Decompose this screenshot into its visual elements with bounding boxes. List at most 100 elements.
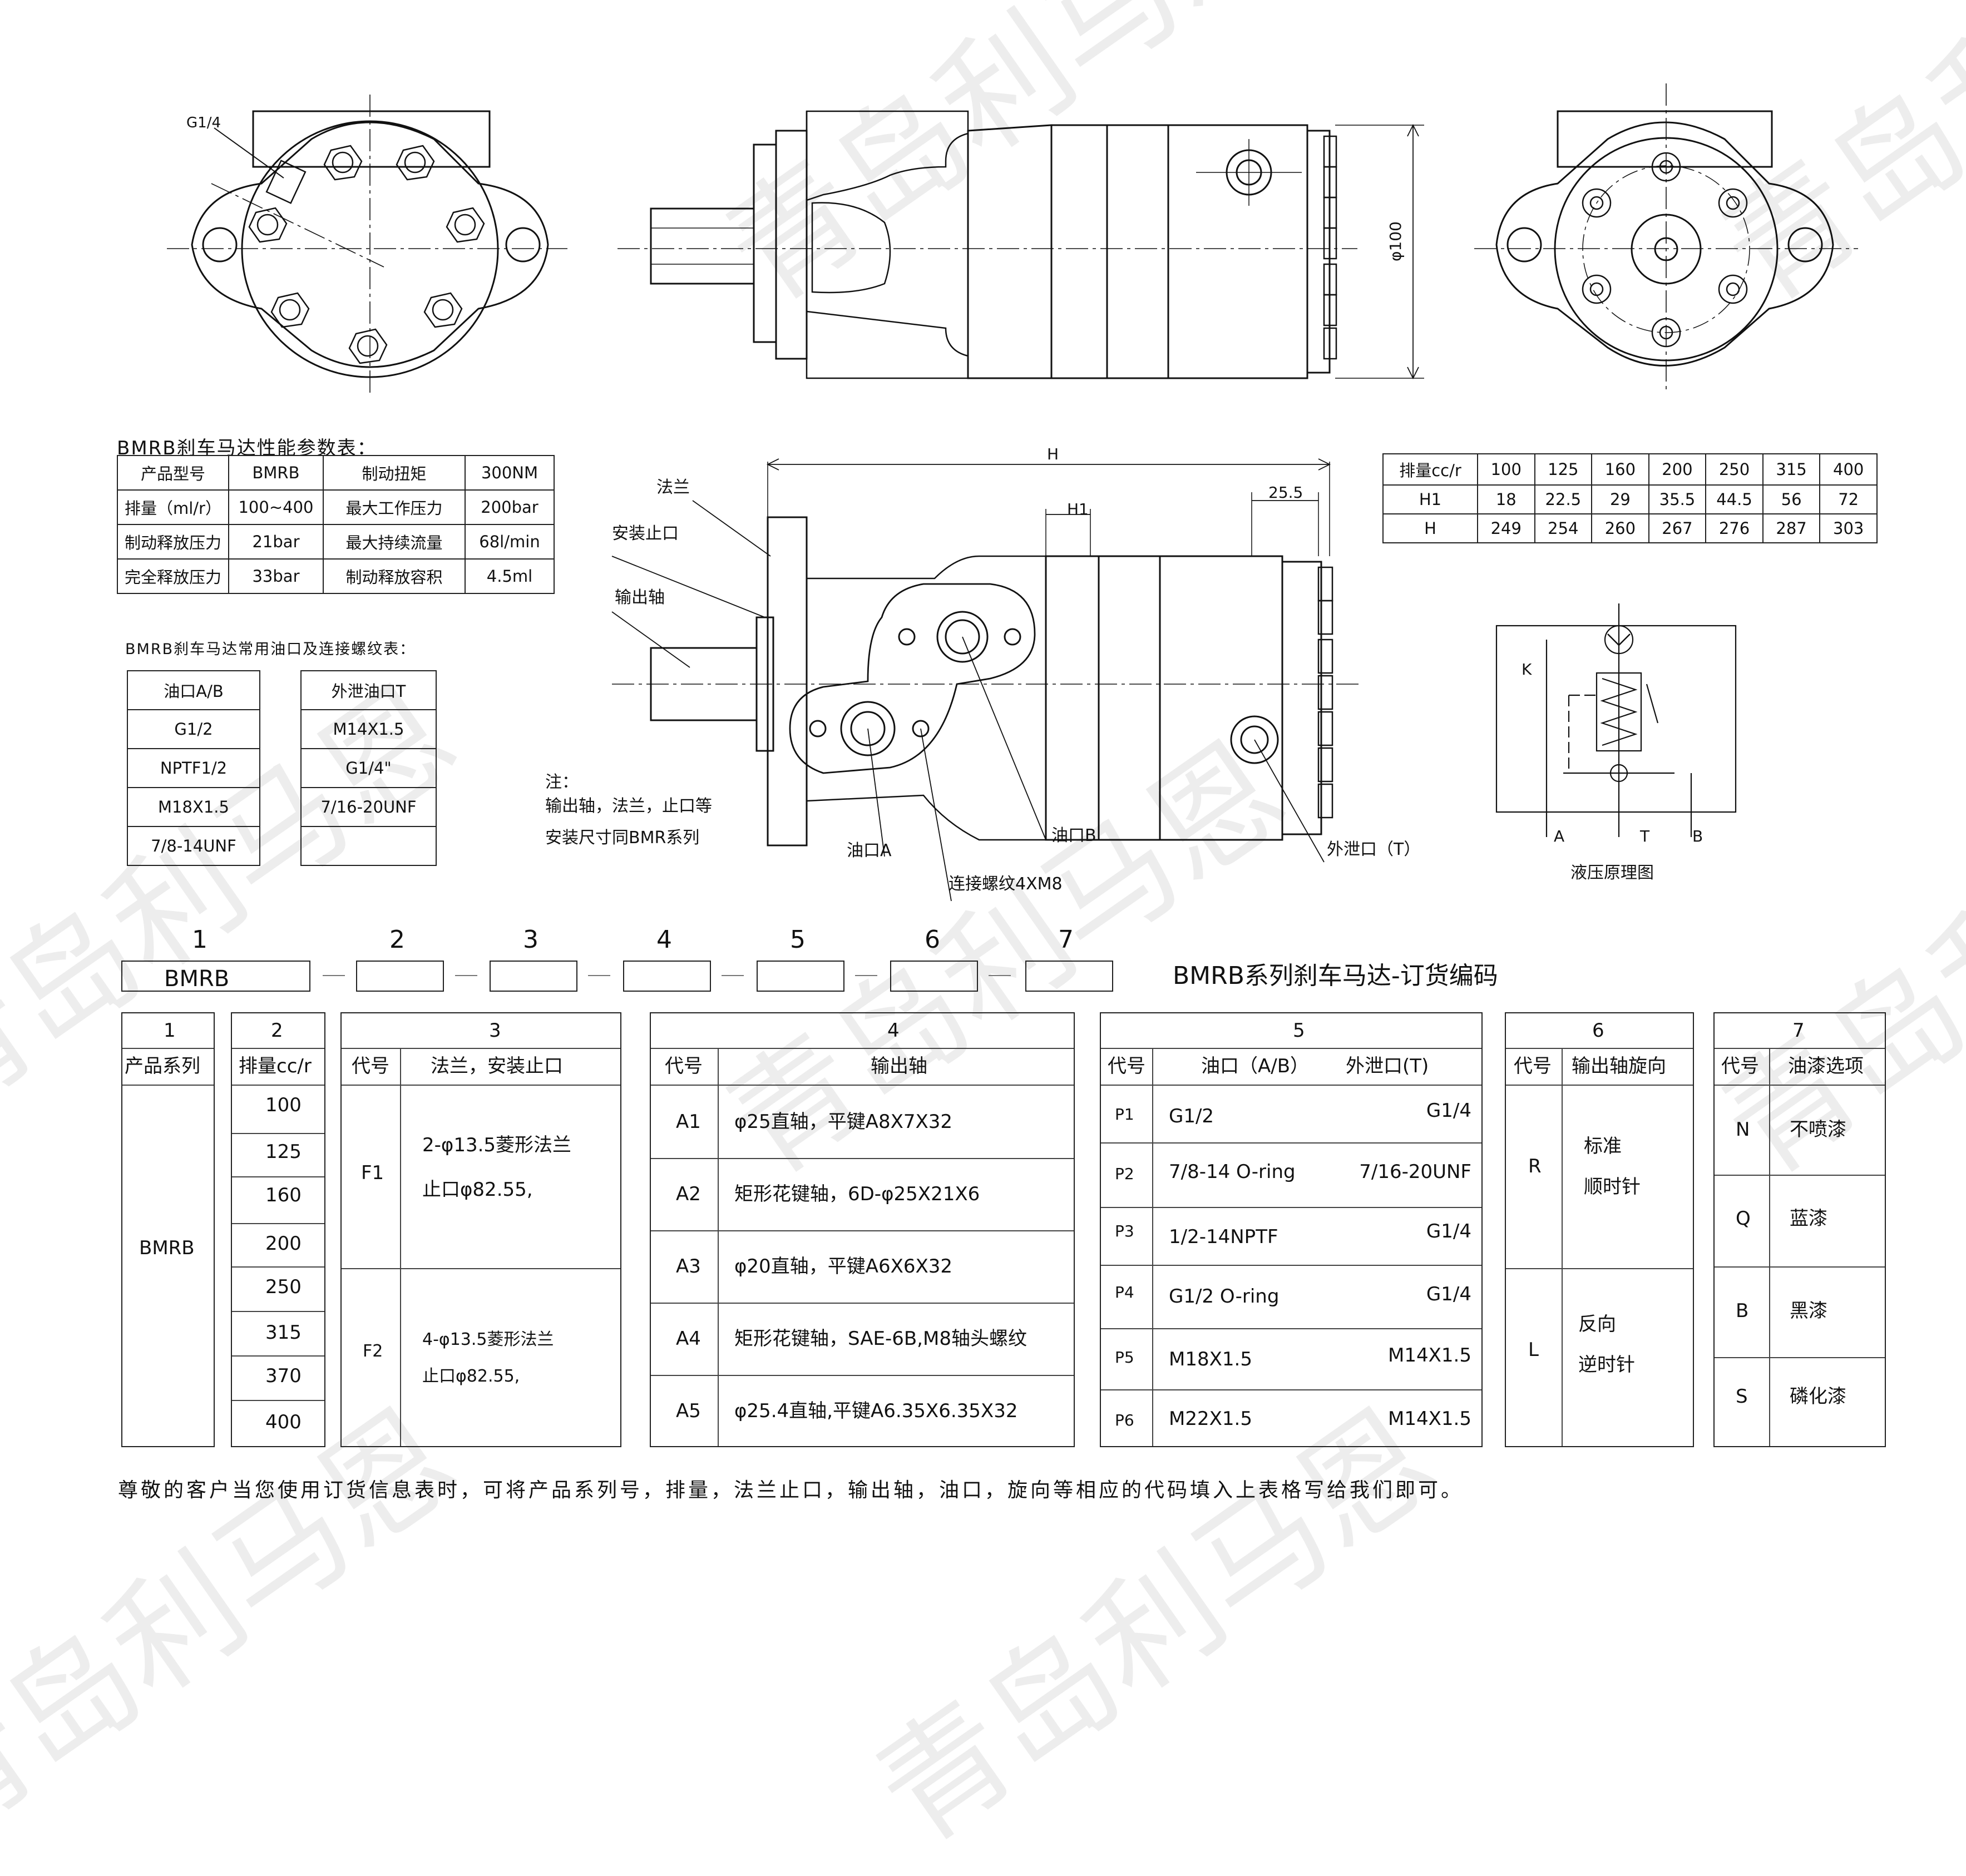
shaft-desc: φ25.4直轴,平键A6.35X6.35X32	[734, 1400, 1018, 1422]
shaft-desc: 矩形花键轴，SAE-6B,M8轴头螺纹	[734, 1328, 1027, 1350]
port-ab: M22X1.5	[1169, 1408, 1252, 1430]
perf-cell: 4.5ml	[465, 558, 555, 594]
side-view-middle	[611, 458, 1363, 902]
perf-cell: 排量（ml/r）	[117, 489, 229, 525]
sec3-desc-header: 法兰，安装止口	[431, 1055, 563, 1077]
paint-desc: 蓝漆	[1790, 1207, 1827, 1230]
section-5-ports: 5 代号 油口（A/B） 外泄口(T) P1 G1/2 G1/4 P2 7/8-…	[1100, 1012, 1483, 1447]
sec6-desc-header: 输出轴旋向	[1572, 1055, 1666, 1077]
callout-shaft: 输出轴	[615, 588, 665, 607]
port-t-value: 7/16-20UNF	[300, 787, 437, 827]
dim-header-cell: 160	[1591, 453, 1649, 486]
flange-desc: 2-φ13.5菱形法兰	[422, 1134, 572, 1156]
shaft-code: A3	[676, 1255, 701, 1278]
paint-desc: 黑漆	[1790, 1300, 1827, 1322]
sec7-num: 7	[1792, 1019, 1805, 1042]
code-box-7	[1025, 961, 1113, 992]
rotation-desc: 反向	[1578, 1313, 1616, 1335]
sec5-ab-header: 油口（A/B）	[1201, 1055, 1310, 1077]
code-box-5	[757, 961, 844, 992]
sec4-code-header: 代号	[665, 1055, 703, 1077]
section-4-output-shaft: 4 代号 输出轴 A1 φ25直轴，平键A8X7X32 A2 矩形花键轴，6D-…	[650, 1012, 1075, 1447]
dim-cell: 18	[1477, 484, 1535, 514]
code-number: 4	[656, 925, 672, 954]
port-t-value: M14X1.5	[300, 709, 437, 749]
port-t: G1/4	[1426, 1100, 1471, 1122]
perf-cell: 68l/min	[465, 524, 555, 560]
dim-cell: 72	[1819, 484, 1878, 514]
label-g14: G1/4	[186, 115, 221, 131]
section-7-paint: 7 代号 油漆选项 N 不喷漆 Q 蓝漆 B 黑漆 S 磷化漆	[1713, 1012, 1886, 1447]
port-t: M14X1.5	[1388, 1408, 1471, 1430]
dim-header-cell: 排量cc/r	[1382, 453, 1478, 486]
paint-desc: 不喷漆	[1790, 1118, 1846, 1141]
dim-cell: 249	[1477, 513, 1535, 543]
paint-code: N	[1736, 1118, 1750, 1141]
footer-note: 尊敬的客户当您使用订货信息表时，可将产品系列号，排量，法兰止口，输出轴，油口，旋…	[118, 1479, 1464, 1502]
displacement-value: 400	[265, 1411, 302, 1433]
flange-desc: 止口φ82.55,	[422, 1367, 520, 1386]
perf-cell: 最大持续流量	[323, 524, 466, 560]
flange-code: F2	[363, 1342, 383, 1361]
code-box-series: BMRB	[121, 961, 310, 992]
code-box-2	[356, 961, 444, 992]
port-ab: 1/2-14NPTF	[1169, 1226, 1278, 1248]
port-ab-value: G1/2	[127, 709, 260, 749]
shaft-code: A5	[676, 1400, 701, 1422]
sec5-code-header: 代号	[1108, 1055, 1145, 1077]
sec1-num: 1	[164, 1019, 176, 1042]
shaft-desc: 矩形花键轴，6D-φ25X21X6	[734, 1183, 980, 1205]
section-6-rotation: 6 代号 输出轴旋向 R 标准 顺时针 L 反向 逆时针	[1505, 1012, 1694, 1447]
end-view-right	[1474, 83, 1858, 389]
displacement-value: 200	[265, 1232, 302, 1255]
port-t: G1/4	[1426, 1283, 1471, 1305]
code-box-4	[623, 961, 711, 992]
dim-cell: 303	[1819, 513, 1878, 543]
port-ab-value: 7/8-14UNF	[127, 826, 260, 866]
rotation-desc: 标准	[1584, 1135, 1622, 1157]
flange-code: F1	[361, 1162, 384, 1184]
port-ab: 7/8-14 O-ring	[1169, 1161, 1296, 1183]
sec5-t-header: 外泄口(T)	[1346, 1055, 1429, 1077]
sec2-num: 2	[271, 1019, 283, 1042]
paint-code: B	[1736, 1300, 1749, 1322]
dim-header-cell: 315	[1762, 453, 1821, 486]
perf-cell: 21bar	[228, 524, 324, 560]
section-3-flange: 3 代号 法兰，安装止口 F1 2-φ13.5菱形法兰 止口φ82.55, F2…	[340, 1012, 621, 1447]
dim-header-cell: 125	[1534, 453, 1593, 486]
port-t: M14X1.5	[1388, 1344, 1471, 1367]
port-t-table: 外泄油口T M14X1.5 G1/4" 7/16-20UNF	[300, 670, 437, 866]
callout-port-b: 油口B	[1051, 826, 1096, 845]
dim-cell: 276	[1705, 513, 1764, 543]
port-code: P5	[1115, 1348, 1134, 1367]
shaft-code: A2	[676, 1183, 701, 1205]
port-ab: G1/2 O-ring	[1169, 1285, 1280, 1308]
dim-header-cell: 400	[1819, 453, 1878, 486]
callout-port-a: 油口A	[847, 841, 892, 860]
port-ab-value: M18X1.5	[127, 787, 260, 827]
port-t: 7/16-20UNF	[1359, 1161, 1471, 1183]
label-H1: H1	[1067, 500, 1089, 518]
sec1-title: 产品系列	[125, 1055, 200, 1077]
sec5-num: 5	[1293, 1019, 1305, 1042]
dim-header-cell: 250	[1705, 453, 1764, 486]
port-t-header: 外泄油口T	[300, 670, 437, 710]
port-ab-table: 油口A/B G1/2 NPTF1/2 M18X1.5 7/8-14UNF	[127, 670, 260, 866]
front-view-left	[167, 95, 567, 395]
callout-flange: 法兰	[656, 478, 690, 497]
note-line-2: 安装尺寸同BMR系列	[545, 828, 700, 848]
paint-desc: 磷化漆	[1790, 1385, 1846, 1408]
sec1-value: BMRB	[139, 1237, 195, 1259]
paint-code: Q	[1736, 1207, 1751, 1230]
shaft-code: A4	[676, 1328, 701, 1350]
hyd-label-k: K	[1522, 660, 1532, 679]
code-number: 7	[1058, 925, 1074, 954]
displacement-value: 250	[265, 1276, 302, 1298]
displacement-value: 315	[265, 1321, 302, 1344]
port-t-value	[300, 826, 437, 866]
code-number: 5	[790, 925, 806, 954]
sec7-desc-header: 油漆选项	[1788, 1055, 1864, 1077]
shaft-desc: φ25直轴，平键A8X7X32	[734, 1111, 953, 1133]
hyd-label-t: T	[1640, 827, 1650, 845]
code-number: 1	[192, 925, 208, 954]
